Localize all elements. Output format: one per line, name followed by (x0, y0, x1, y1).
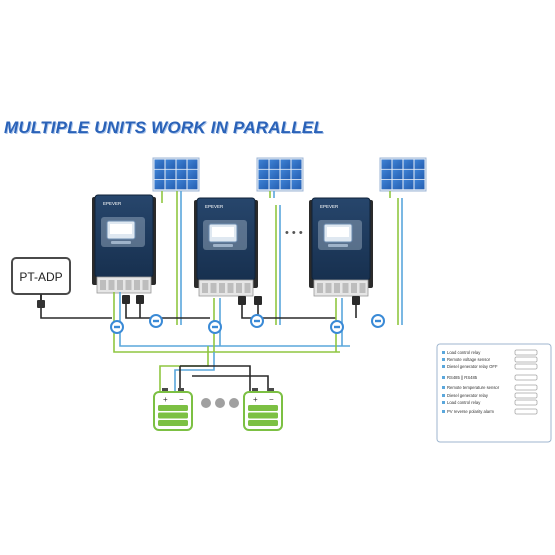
battery-dot (215, 398, 225, 408)
solar-cell (269, 169, 280, 180)
solar-cell (258, 169, 269, 180)
battery-cell (158, 405, 188, 411)
battery-wires (113, 292, 350, 392)
legend-item-label: Remote voltage sensor (447, 357, 491, 362)
solar-cell (176, 169, 187, 180)
battery-cell (248, 405, 278, 411)
solar-cell (291, 169, 302, 180)
brand-logo: EPEVER (205, 204, 224, 209)
battery-2: +− (243, 388, 283, 431)
solar-cell (280, 159, 291, 169)
solar-cell (165, 169, 176, 180)
solar-cell (258, 179, 269, 190)
svg-text:+: + (253, 395, 258, 404)
rs485-bus (40, 300, 357, 319)
battery-1: +− (153, 388, 193, 431)
adapter-label: PT-ADP (19, 270, 62, 284)
pv-wires (161, 191, 403, 325)
battery-cell (248, 412, 278, 419)
solar-cell (176, 159, 187, 169)
solar-cell (381, 159, 392, 169)
solar-cell (176, 179, 187, 190)
legend-symbol (514, 349, 538, 356)
current-sensor-rings (110, 314, 385, 334)
solar-cell (154, 179, 165, 190)
solar-cell (414, 159, 425, 169)
solar-cell (392, 179, 403, 190)
legend-symbol (514, 399, 538, 406)
solar-cell (258, 159, 269, 169)
solar-cell (381, 169, 392, 180)
solar-cell (269, 179, 280, 190)
battery-dot (229, 398, 239, 408)
svg-text:−: − (269, 395, 274, 404)
battery-dot (201, 398, 211, 408)
legend-item-label: PV reverse polarity alarm (447, 409, 495, 414)
solar-cell (392, 159, 403, 169)
legend-item-label: Load control relay (447, 350, 481, 355)
solar-cell (381, 179, 392, 190)
solar-cell (280, 179, 291, 190)
solar-cell (154, 159, 165, 169)
svg-text:+: + (163, 395, 168, 404)
controller-3: EPEVER (309, 197, 373, 297)
battery-cell (248, 420, 278, 426)
legend-item-label: Diesel generator relay OFF (447, 364, 498, 369)
solar-panel-3 (379, 157, 427, 192)
solar-cell (291, 179, 302, 190)
solar-cell (187, 159, 198, 169)
legend-symbol (514, 384, 538, 391)
legend-symbol (514, 363, 538, 370)
battery-cell (158, 420, 188, 426)
diagram-title: MULTIPLE UNITS WORK IN PARALLEL (4, 118, 325, 137)
solar-panel-2 (256, 157, 304, 192)
legend-symbol (514, 392, 538, 399)
solar-cell (165, 179, 176, 190)
pt-adp-adapter: PT-ADP (11, 257, 71, 308)
solar-cell (187, 169, 198, 180)
battery-ellipsis (201, 398, 239, 408)
solar-cell (403, 179, 414, 190)
solar-cell (403, 169, 414, 180)
ellipsis-dots: • • • (285, 227, 303, 239)
controller-1: EPEVER (92, 194, 156, 294)
solar-cell (403, 159, 414, 169)
battery-cell (158, 412, 188, 419)
solar-cell (269, 159, 280, 169)
svg-text:−: − (179, 395, 184, 404)
brand-logo: EPEVER (103, 201, 122, 206)
solar-cell (154, 169, 165, 180)
legend-item-label: Load control relay (447, 400, 481, 405)
solar-cell (392, 169, 403, 180)
solar-cell (291, 159, 302, 169)
solar-panel-1 (152, 157, 200, 192)
solar-cell (414, 179, 425, 190)
legend-item-label: RS485 || RS485 (447, 375, 478, 380)
legend-symbol (514, 356, 538, 363)
legend-symbol (514, 374, 538, 381)
legend-item-label: Diesel generator relay (447, 393, 489, 398)
legend-symbol (514, 408, 538, 415)
controller-2: EPEVER (194, 197, 258, 297)
brand-logo: EPEVER (320, 204, 339, 209)
legend-item-label: Remote temperature sensor (447, 385, 500, 390)
solar-cell (187, 179, 198, 190)
solar-cell (165, 159, 176, 169)
solar-cell (280, 169, 291, 180)
rs485-connectors (122, 295, 360, 305)
solar-cell (414, 169, 425, 180)
